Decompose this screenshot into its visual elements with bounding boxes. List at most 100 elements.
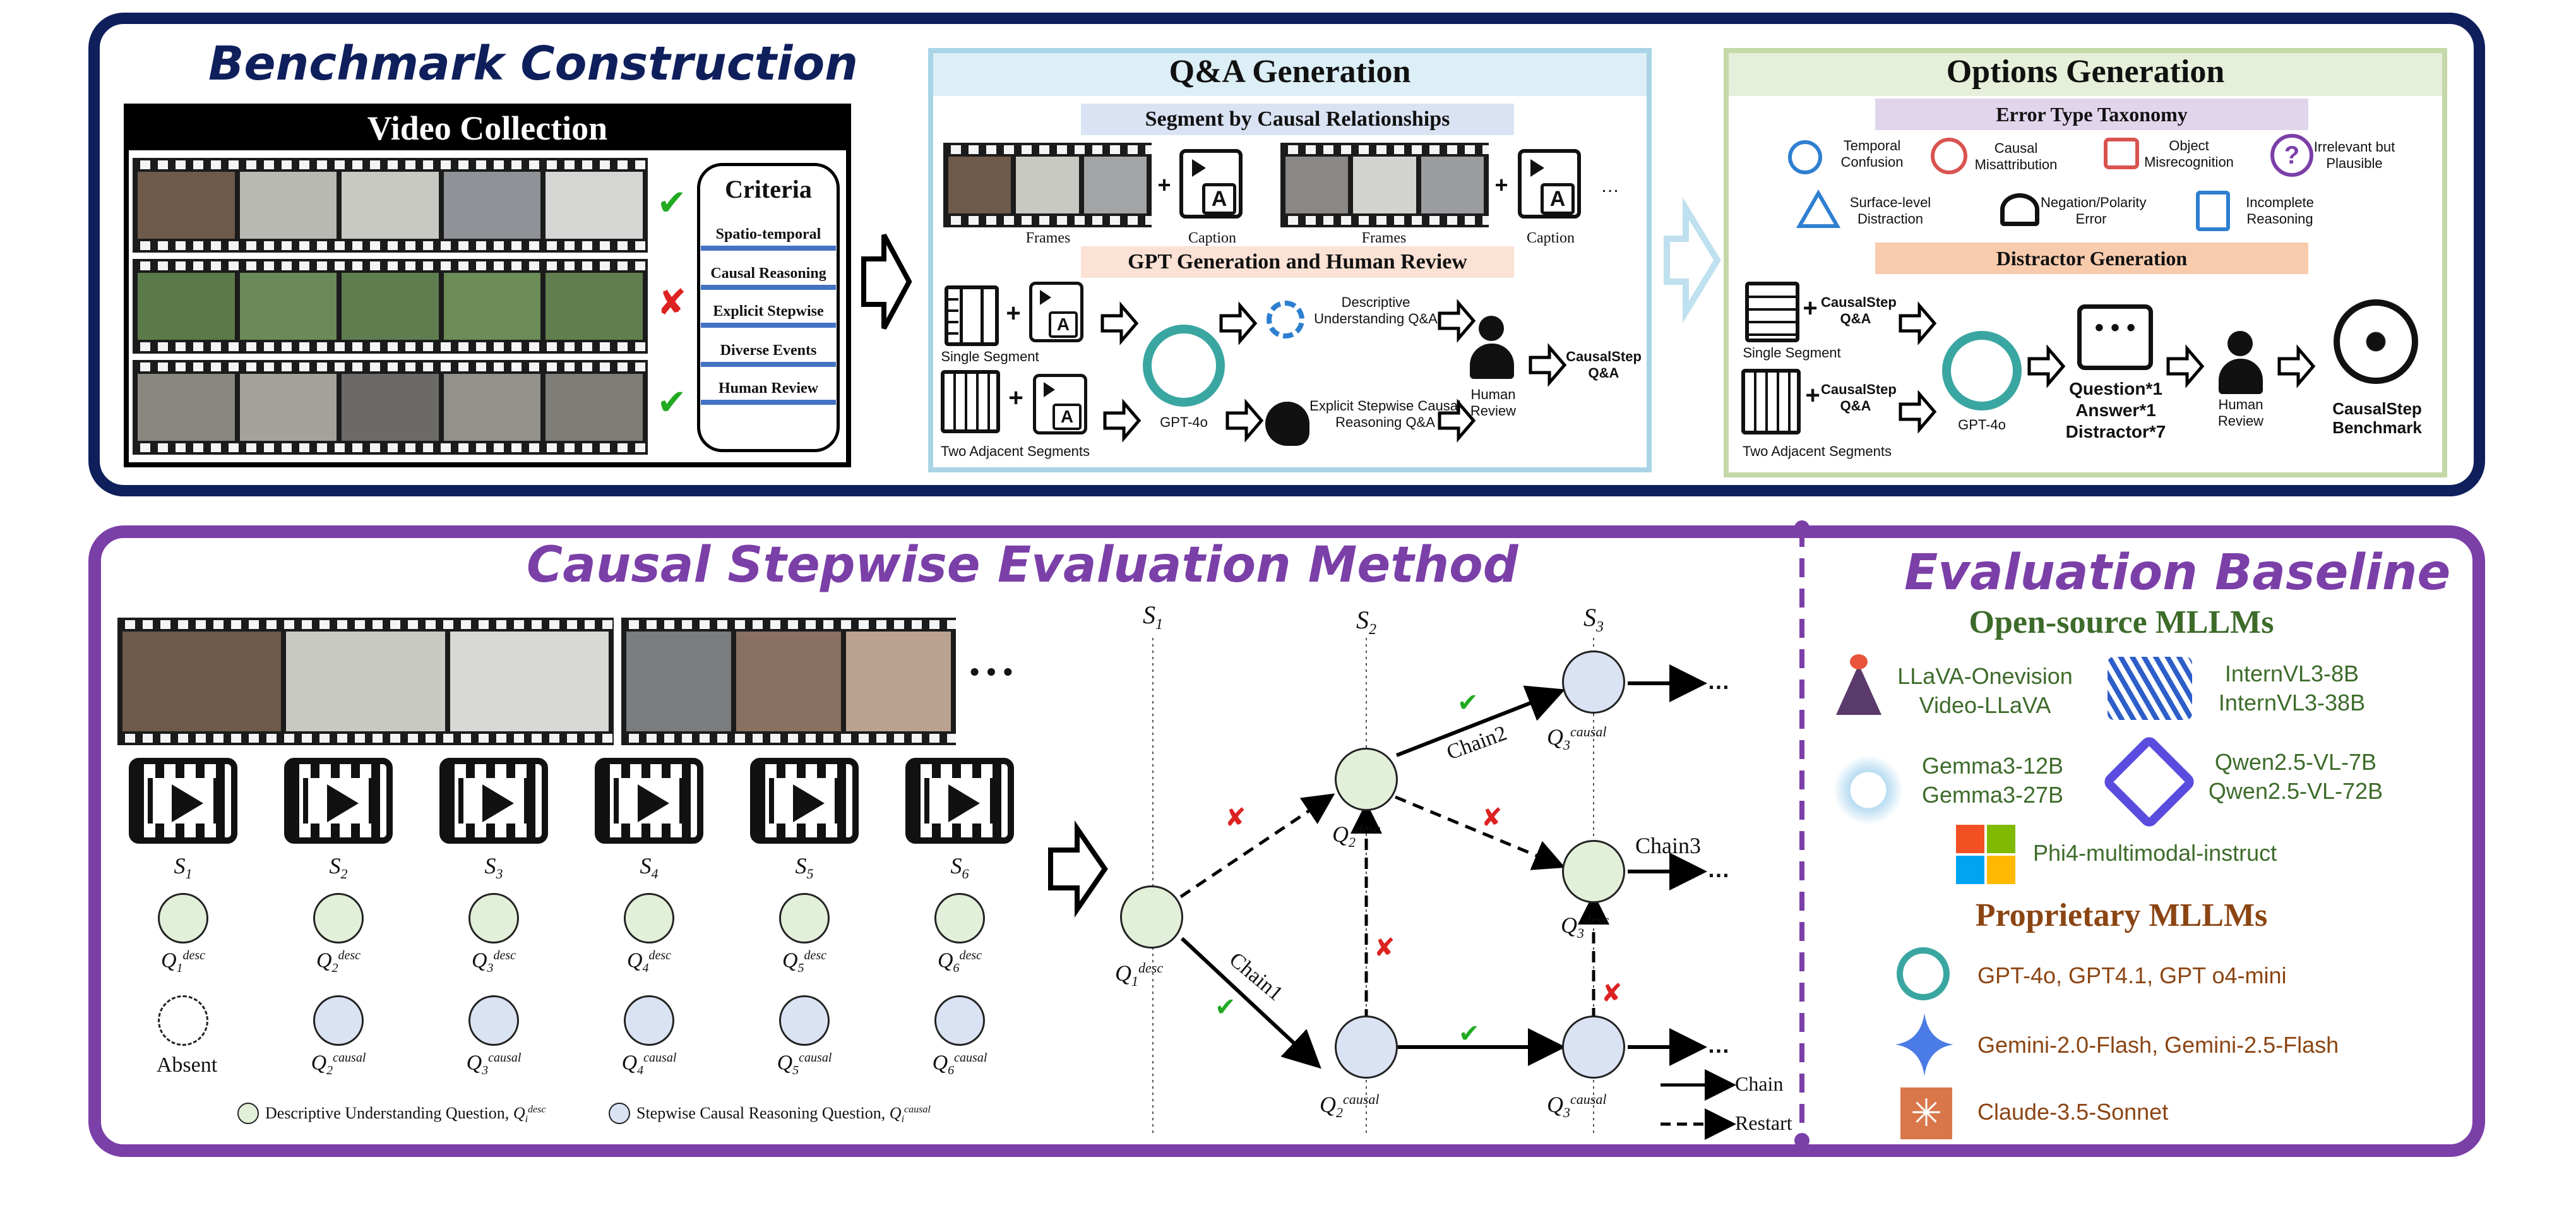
- desc-node: [468, 893, 519, 943]
- caption-icon-4: A: [1033, 374, 1087, 434]
- causal-node: [313, 995, 364, 1046]
- method-ellipsis: • • •: [970, 657, 1013, 686]
- error-causal: Causal Misattribution: [1974, 140, 2058, 172]
- dots-2: …: [1707, 856, 1730, 882]
- error-incomplete: Incomplete Reasoning: [2246, 195, 2314, 227]
- causal-node-label: Q5causal: [777, 1051, 832, 1078]
- criterion-5: Human Review: [701, 380, 836, 405]
- negation-icon: [2000, 193, 2039, 226]
- qa-generation-header-bg: [933, 53, 1647, 96]
- opt-gpt4o-label: GPT-4o: [1958, 417, 2006, 433]
- node-q3-causal: [1562, 1015, 1625, 1079]
- causal-node: [624, 995, 674, 1046]
- graph-q1-sup: desc: [1138, 960, 1164, 976]
- qa-frames-strip-2: [1280, 143, 1489, 227]
- node-q3-top: [1562, 650, 1625, 714]
- graph-q2-causal-label: Q2causal: [1320, 1091, 1379, 1121]
- legend-causal-sup: causal: [904, 1104, 931, 1115]
- frames-label-2: Frames: [1361, 230, 1407, 246]
- desc-node: [934, 893, 985, 943]
- distractor-header: Distractor Generation: [1875, 243, 2308, 274]
- model-internvl: InternVL3-8B InternVL3-38B: [2218, 661, 2366, 716]
- cross-2: ✘: [1374, 934, 1395, 962]
- video-strip-1: [133, 158, 648, 253]
- desc-node: [779, 893, 830, 943]
- causal-node-label: Q3causal: [466, 1051, 522, 1078]
- claude-icon: ✳: [1900, 1087, 1952, 1139]
- graph-q3c-q: Q: [1547, 1092, 1563, 1117]
- check-mark-1: ✔: [657, 183, 687, 222]
- distractor-count: Distractor*7: [2065, 422, 2166, 441]
- node-q2-desc: [1335, 748, 1398, 811]
- segment-header: Segment by Causal Relationships: [1081, 104, 1514, 135]
- graph-s1-sub: 1: [1155, 616, 1163, 633]
- legend-causal-q: Q: [889, 1104, 902, 1122]
- check-chain1b: ✔: [1458, 1020, 1480, 1048]
- plus-3: +: [1006, 299, 1021, 327]
- segment-label: S2: [329, 853, 348, 882]
- absent-label: Absent: [156, 1053, 218, 1077]
- criterion-1: Spatio-temporal: [701, 226, 836, 251]
- legend-causal: Stepwise Causal Reasoning Question, Qica…: [636, 1104, 931, 1125]
- absent-node: [158, 995, 208, 1046]
- microsoft-icon: [1956, 825, 2015, 884]
- model-qwen: Qwen2.5-VL-7B Qwen2.5-VL-72B: [2208, 749, 2383, 804]
- options-generation-box: [1724, 48, 2447, 477]
- legend-desc: Descriptive Understanding Question, Qide…: [265, 1104, 546, 1125]
- causalstep-qa-label: CausalStep Q&A: [1566, 349, 1642, 381]
- graph-q2d-sup: desc: [1356, 821, 1381, 837]
- single-segment-icon-2: [1745, 282, 1799, 342]
- question-count: Question*1: [2069, 379, 2162, 398]
- causal-node: [779, 995, 830, 1046]
- graph-q1-desc-label: Q1desc: [1115, 960, 1163, 990]
- graph-q3d-sup: desc: [1584, 912, 1609, 928]
- explicit-label: Explicit Stepwise Causal Reasoning Q&A: [1309, 398, 1461, 430]
- cross-3: ✘: [1481, 804, 1503, 832]
- descriptive-icon: [1267, 301, 1304, 338]
- desc-node-label: Q6desc: [937, 949, 982, 976]
- plus-4: +: [1008, 384, 1023, 412]
- graph-q3-causal-label: Q3causal: [1547, 1091, 1606, 1121]
- opt-single-segment-label: Single Segment: [1743, 345, 1841, 361]
- graph-s2: S2: [1347, 605, 1385, 638]
- caption-icon-1: A: [1179, 149, 1243, 219]
- graph-q3-desc-label: Q3desc: [1561, 912, 1609, 942]
- options-generation-title: Options Generation: [1946, 54, 2225, 90]
- chain3-label: Chain3: [1635, 833, 1701, 858]
- node-q2-causal: [1335, 1015, 1398, 1079]
- model-llava: LLaVA-Onevision Video-LLaVA: [1897, 663, 2073, 718]
- desc-node-label: Q1desc: [160, 949, 206, 976]
- segment-label: S4: [640, 853, 659, 882]
- plus-2: +: [1494, 172, 1508, 198]
- options-header-bg: [1729, 53, 2442, 96]
- caption-icon-2: A: [1518, 149, 1581, 219]
- segment-label: S6: [950, 853, 969, 882]
- graph-q2d-sub: 2: [1349, 834, 1356, 851]
- video-clip-icon: [595, 758, 703, 844]
- causal-node: [468, 995, 519, 1046]
- desc-node: [313, 893, 364, 943]
- causal-node-label: Q2causal: [311, 1051, 366, 1078]
- question-icon: ?: [2270, 134, 2313, 177]
- segment-label: S5: [795, 853, 814, 882]
- criterion-2: Causal Reasoning: [701, 265, 836, 290]
- two-segments-label: Two Adjacent Segments: [940, 443, 1090, 459]
- incomplete-icon: [2196, 191, 2230, 231]
- graph-s1-letter: S: [1143, 601, 1155, 629]
- desc-node-label: Q3desc: [471, 949, 516, 976]
- gpt4o-label: GPT-4o: [1160, 414, 1208, 430]
- video-clip-icon: [284, 758, 393, 844]
- video-clip-icon: [905, 758, 1014, 844]
- dots-3: …: [1707, 1032, 1730, 1058]
- graph-q2d-q: Q: [1332, 822, 1349, 847]
- video-strip-2: [133, 259, 648, 354]
- baseline-title: Evaluation Baseline: [1904, 544, 2451, 601]
- criterion-3: Explicit Stepwise: [701, 303, 836, 328]
- model-claude: Claude-3.5-Sonnet: [1977, 1099, 2169, 1125]
- openai-icon-2: [1942, 331, 2022, 410]
- legend-chain: Chain: [1735, 1072, 1784, 1095]
- benchmark-label: CausalStep Benchmark: [2332, 399, 2422, 437]
- video-clip-icon: [750, 758, 859, 844]
- desc-node: [624, 893, 674, 943]
- object-icon: [2104, 138, 2139, 169]
